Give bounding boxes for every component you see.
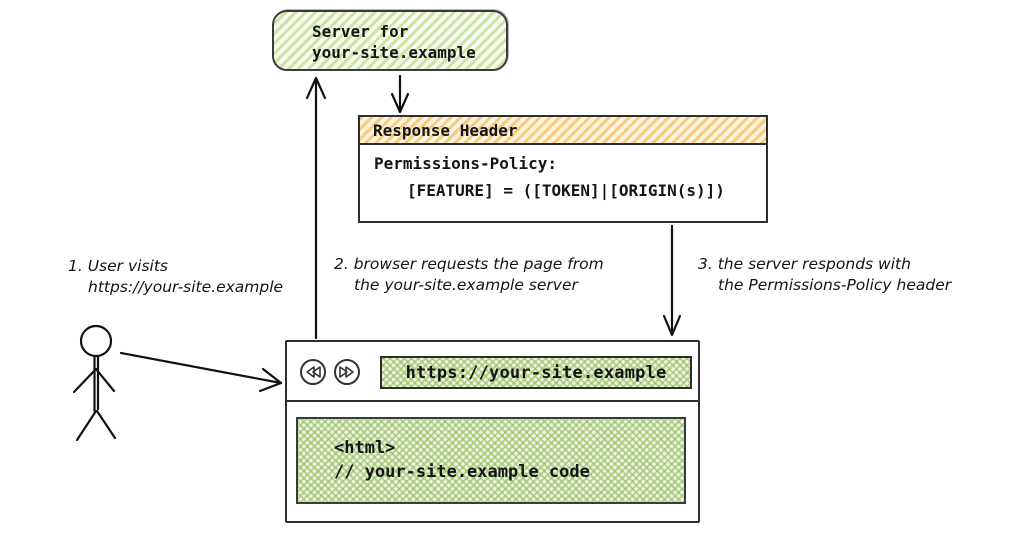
url-text: https://your-site.example: [405, 362, 667, 383]
permissions-policy-line: Permissions-Policy:: [374, 154, 558, 173]
page-content-box: <html> // your-site.example code: [296, 417, 686, 504]
browser-window: https://your-site.example <html> // your…: [285, 340, 700, 523]
step-2-label: 2. browser requests the page from the yo…: [334, 254, 664, 296]
step-3-line2: the Permissions-Policy header: [718, 276, 952, 294]
url-bar[interactable]: https://your-site.example: [380, 356, 692, 389]
back-button[interactable]: [300, 359, 326, 385]
server-box-label-line1: Server for: [312, 22, 409, 41]
server-box-label-line2: your-site.example: [312, 43, 476, 62]
step-1-label: 1. User visits https://your-site.example: [68, 256, 328, 298]
arrow-browser-to-server: [305, 76, 327, 340]
page-code-line1: <html>: [334, 438, 396, 458]
page-code-line2: // your-site.example code: [334, 462, 590, 482]
arrow-server-to-response-header: [390, 74, 410, 114]
step-1-line1: 1. User visits: [68, 257, 168, 275]
arrow-response-header-to-browser: [662, 224, 682, 337]
rewind-icon: [306, 366, 321, 378]
response-header-box: Response Header Permissions-Policy: [FEA…: [358, 115, 768, 223]
server-box: Server for your-site.example: [272, 10, 508, 71]
forward-button[interactable]: [334, 359, 360, 385]
stick-figure-user: [72, 324, 117, 442]
browser-toolbar: https://your-site.example: [287, 342, 698, 402]
response-header-titlebar: Response Header: [360, 117, 766, 145]
step-3-line1: 3. the server responds with: [698, 255, 911, 273]
fast-forward-icon: [339, 366, 354, 378]
response-header-title: Response Header: [373, 121, 518, 140]
arrow-user-to-browser: [119, 351, 283, 393]
permissions-policy-syntax: [FEATURE] = ([TOKEN]|[ORIGIN(s)]): [407, 181, 725, 200]
step-3-label: 3. the server responds with the Permissi…: [698, 254, 1012, 296]
step-2-line1: 2. browser requests the page from: [334, 255, 604, 273]
step-1-line2: https://your-site.example: [88, 278, 284, 296]
step-2-line2: the your-site.example server: [354, 276, 578, 294]
